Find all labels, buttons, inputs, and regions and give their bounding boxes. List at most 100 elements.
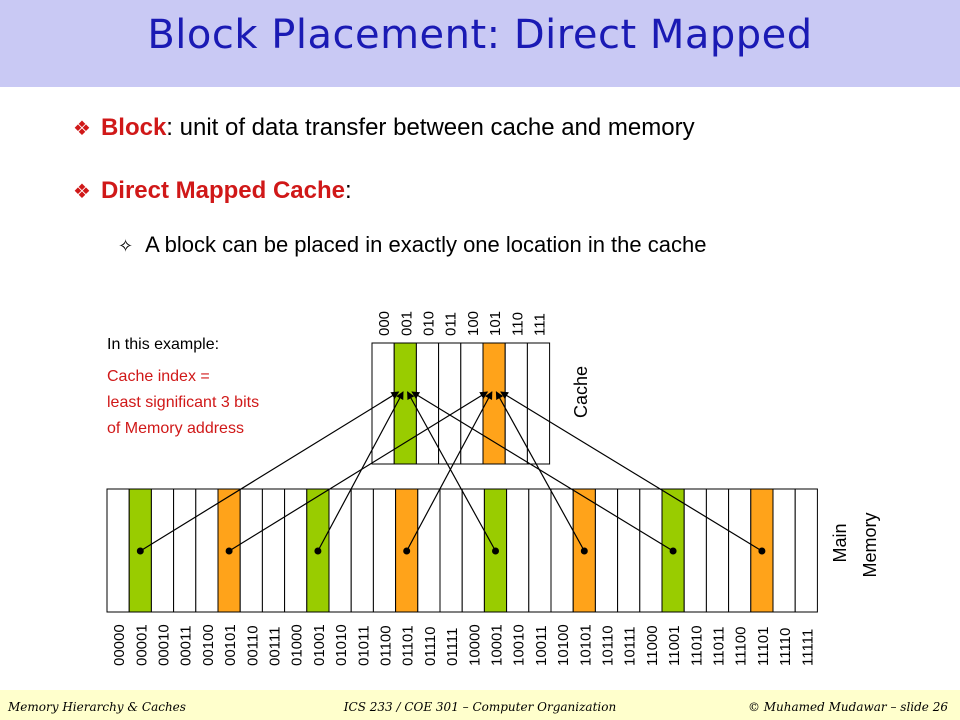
cache-block [504, 342, 528, 465]
memory-address-label: 10001 [489, 624, 506, 666]
memory-address-label: 11010 [688, 625, 705, 666]
memory-address-label: 10011 [533, 625, 550, 666]
memory-block [173, 488, 197, 613]
bullet-term: Block [100, 114, 167, 141]
cache-block [438, 342, 462, 465]
memory-block [528, 488, 552, 613]
memory-block [728, 488, 752, 613]
memory-address-label: 01110 [422, 627, 439, 667]
memory-address-label: 11000 [644, 625, 661, 666]
bullet-block: ❖ Block: unit of data transfer between ca… [73, 114, 695, 142]
cache-block [371, 342, 395, 465]
cache-index-label: 100 [465, 311, 482, 336]
memory-block [372, 488, 397, 613]
memory-address-label: 01101 [400, 625, 417, 666]
footer: Memory Hierarchy & Caches ICS 233 / COE … [0, 690, 960, 720]
memory-block [794, 488, 818, 613]
memory-address-label: 10100 [555, 624, 572, 666]
memory-address-label: 00011 [178, 625, 195, 666]
memory-block [639, 488, 663, 613]
memory-block [239, 488, 263, 613]
memory-address-label: 10000 [466, 624, 483, 666]
cache-index-label: 001 [398, 311, 415, 336]
memory-address-label: 10111 [622, 627, 639, 667]
mapping-arrow [228, 391, 489, 552]
memory-address-label: 01011 [355, 625, 372, 666]
cache-index-label: 101 [487, 311, 504, 336]
memory-address-label: 00100 [200, 624, 217, 666]
bullet-text: : [345, 177, 352, 204]
memory-block [261, 488, 286, 613]
cache-block [415, 342, 440, 465]
memory-address-label: 00001 [133, 624, 150, 666]
memory-block [506, 488, 530, 613]
mapping-arrow [317, 391, 404, 552]
main-memory-label: Memory [860, 512, 880, 577]
mapping-arrow [411, 391, 674, 552]
memory-block [439, 488, 463, 613]
memory-address-label: 01100 [378, 625, 395, 666]
mapping-arrow [495, 391, 585, 552]
bullet-direct-mapped: ❖ Direct Mapped Cache: [73, 177, 352, 205]
example-line: of Memory address [107, 420, 244, 437]
memory-block [417, 488, 441, 613]
memory-block [550, 488, 574, 613]
memory-address-label: 01010 [333, 624, 350, 666]
memory-address-label: 00101 [222, 624, 239, 666]
memory-address-label: 01001 [311, 624, 328, 666]
memory-address-label: 11111 [799, 629, 816, 666]
memory-address-label: 00111 [267, 627, 284, 667]
cache-index-label: 011 [443, 312, 460, 336]
cache-index-label: 110 [509, 312, 526, 336]
memory-block [683, 488, 707, 613]
memory-address-label: 01000 [289, 624, 306, 666]
memory-block [772, 488, 796, 613]
memory-address-label: 11001 [666, 625, 683, 666]
bullet-term: Direct Mapped Cache [100, 177, 346, 204]
cache-index-label: 000 [376, 311, 393, 336]
footer-center: ICS 233 / COE 301 – Computer Organizatio… [343, 700, 617, 714]
mapping-arrows [136, 391, 766, 555]
bullet-text: : unit of data transfer between cache an… [166, 114, 695, 141]
memory-array: 00000 00001 00010 00011 00100 00101 00110 00111… [106, 488, 818, 667]
example-line: least significant 3 bits [107, 394, 260, 411]
memory-block [284, 488, 308, 613]
title-bar [0, 0, 960, 87]
footer-right: © Muhamed Mudawar – slide 26 [747, 700, 948, 714]
star-bullet-icon: ✧ [118, 236, 134, 256]
memory-block [461, 488, 485, 613]
memory-block [705, 488, 730, 613]
memory-address-label: 10110 [600, 625, 617, 666]
memory-block [328, 488, 352, 613]
cache-block [460, 342, 484, 465]
memory-address-label: 01111 [444, 628, 461, 666]
mapping-arrow [139, 391, 400, 552]
cache-block [526, 342, 551, 465]
diamond-bullet-icon: ❖ [73, 181, 91, 203]
memory-address-label: 00010 [156, 624, 173, 666]
main-memory-label: Main [830, 523, 850, 562]
slide-title: Block Placement: Direct Mapped [147, 12, 813, 58]
sub-bullet: ✧ A block can be placed in exactly one lo… [118, 232, 706, 258]
diamond-bullet-icon: ❖ [73, 118, 91, 140]
memory-block [594, 488, 619, 613]
mapping-arrow [406, 391, 493, 552]
cache-index-label: 010 [421, 311, 438, 336]
memory-address-label: 00000 [111, 624, 128, 666]
memory-address-label: 00110 [244, 625, 261, 666]
sub-bullet-text: A block can be placed in exactly one loc… [145, 232, 707, 257]
example-line: Cache index = [107, 368, 210, 385]
memory-address-label: 11011 [711, 627, 728, 667]
memory-block [350, 488, 374, 613]
memory-address-label: 10010 [511, 624, 528, 666]
memory-block [195, 488, 219, 613]
memory-address-label: 11101 [755, 627, 772, 667]
mapping-arrow [500, 391, 763, 552]
memory-address-label: 10101 [577, 624, 594, 666]
example-heading: In this example: [107, 336, 220, 353]
memory-address-label: 11100 [733, 627, 750, 667]
memory-block [150, 488, 175, 613]
cache-label: Cache [571, 366, 591, 418]
